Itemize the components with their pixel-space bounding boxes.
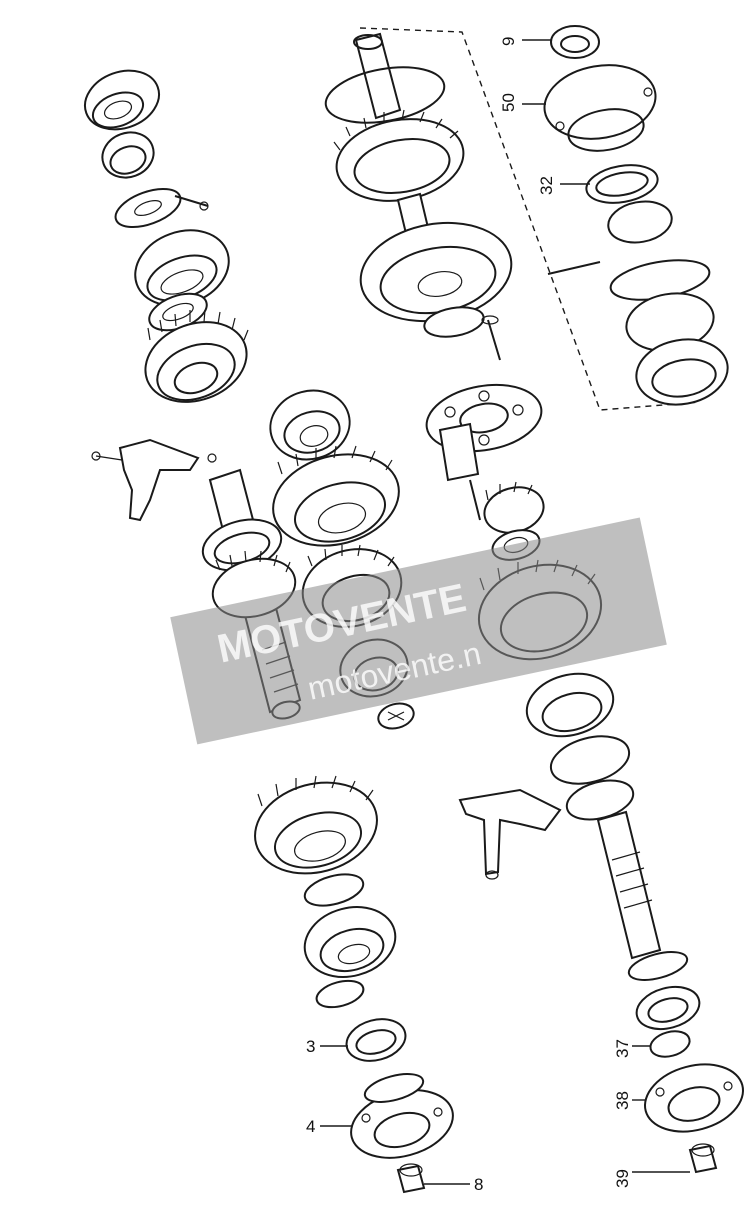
callout-38: 38 [613, 1091, 632, 1110]
callout-32: 32 [537, 176, 556, 195]
upper-right-assembly [359, 25, 729, 411]
housing-50 [543, 64, 657, 152]
small-bearing [101, 131, 155, 179]
large-gear-upper [272, 445, 400, 547]
callout-8: 8 [474, 1175, 483, 1194]
splined-nut [377, 702, 415, 730]
lower-left-assembly [254, 775, 454, 1194]
dashed-group-outline [359, 27, 701, 411]
output-shaft-right [565, 779, 745, 1174]
spacer-ring [148, 292, 208, 332]
seal-3 [345, 1018, 407, 1062]
lower-bearing [303, 906, 397, 978]
cap-9 [550, 25, 600, 59]
shift-fork-lower [458, 788, 562, 880]
callout-37: 37 [613, 1039, 632, 1058]
input-shaft-top [324, 32, 513, 361]
ring-32 [585, 164, 659, 204]
thrust-washer [114, 187, 209, 229]
large-gear-lower [254, 775, 378, 875]
callout-3: 3 [306, 1037, 315, 1056]
double-gear [144, 309, 249, 403]
top-bearing-cluster [269, 389, 351, 461]
callouts: 9 50 32 3 4 8 37 38 39 [306, 37, 690, 1194]
roller-bearing [134, 229, 230, 307]
end-housing [84, 69, 160, 131]
callout-50: 50 [499, 93, 518, 112]
nut-8 [396, 1163, 426, 1194]
flange-4 [350, 1073, 454, 1159]
shift-fork-upper [91, 438, 217, 522]
planet-carrier [425, 383, 543, 521]
callout-9: 9 [499, 37, 518, 46]
callout-4: 4 [306, 1117, 315, 1136]
callout-39: 39 [613, 1169, 632, 1188]
watermark: MOTOVENTE motovente.n [170, 517, 667, 745]
upper-left-assembly [84, 69, 249, 403]
